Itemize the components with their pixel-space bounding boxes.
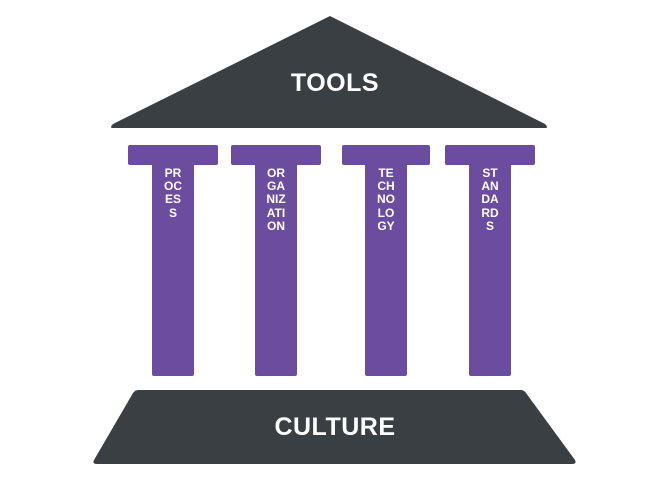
pillar-capital <box>342 145 430 165</box>
pillar-standards <box>445 145 535 376</box>
pillar-capital <box>445 145 535 165</box>
base-shape <box>93 390 576 464</box>
base-label: CULTURE <box>274 413 396 441</box>
pillar-shaft <box>255 160 297 376</box>
pillar-capital <box>231 145 321 165</box>
pillar-technology <box>342 145 430 376</box>
pillar-shaft <box>152 160 194 376</box>
pillar-process <box>128 145 218 376</box>
pillar-label-technology: TECHNOLOGY <box>377 166 395 233</box>
pillar-shaft <box>469 160 511 376</box>
pillar-label-standards: STANDARDS <box>481 166 499 233</box>
roof-shape <box>111 16 547 128</box>
pillar-shaft <box>365 160 407 376</box>
pillar-label-process: PROCESS <box>164 166 182 220</box>
pillar-organization <box>231 145 321 376</box>
roof-label: TOOLS <box>290 69 380 97</box>
pillar-label-organization: ORGANIZATION <box>266 166 286 233</box>
pillar-capital <box>128 145 218 165</box>
